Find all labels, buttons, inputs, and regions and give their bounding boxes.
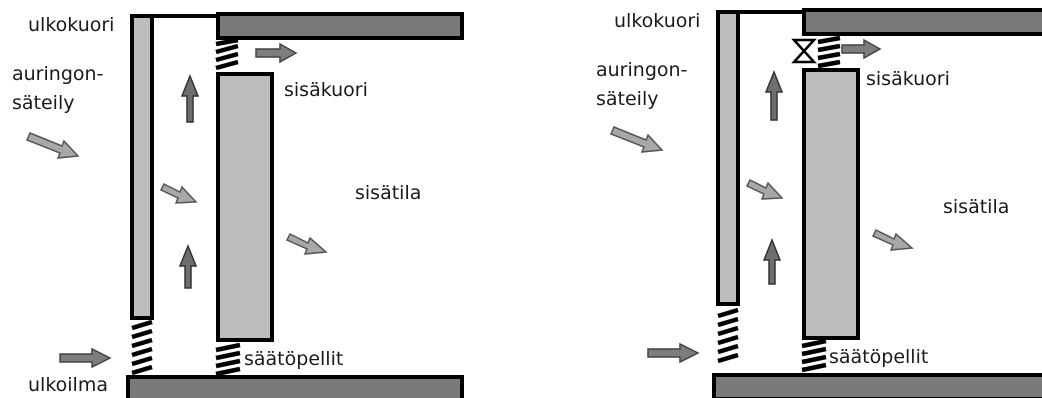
label-inner-shell: sisäkuori bbox=[866, 68, 950, 90]
label-inner-shell: sisäkuori bbox=[284, 79, 368, 101]
outer-shell-wall bbox=[716, 10, 740, 306]
label-interior: sisätila bbox=[355, 182, 421, 204]
arrow-diagonal-icon bbox=[26, 132, 80, 159]
arrow-right-icon bbox=[255, 42, 298, 64]
spring-damper-icon bbox=[717, 307, 739, 364]
inner-shell-panel bbox=[216, 72, 274, 342]
arrow-diagonal-icon bbox=[871, 228, 914, 251]
roof-slab bbox=[216, 12, 464, 40]
floor-slab bbox=[126, 375, 464, 398]
spring-damper-icon bbox=[817, 35, 841, 69]
arrow-right-icon bbox=[59, 347, 112, 369]
spring-damper-icon bbox=[801, 338, 827, 373]
diagram-right: ulkokuori auringon- säteily sisäkuori si… bbox=[596, 8, 1042, 398]
arrow-right-icon bbox=[647, 342, 700, 364]
label-solar-radiation-line1: auringon- bbox=[12, 63, 103, 85]
arrow-diagonal-icon bbox=[285, 232, 328, 255]
spring-damper-icon bbox=[131, 319, 153, 376]
label-solar-radiation-line2: säteily bbox=[596, 88, 658, 110]
arrow-diagonal-icon bbox=[610, 126, 664, 153]
hourglass-valve-icon bbox=[791, 38, 817, 64]
floor-slab bbox=[712, 373, 1042, 398]
outer-shell-wall bbox=[130, 14, 154, 320]
label-solar-radiation-line2: säteily bbox=[12, 92, 74, 114]
arrow-up-icon bbox=[762, 237, 782, 285]
label-solar-radiation: auringon- säteily bbox=[596, 59, 693, 110]
label-outdoor-air: ulkoilma bbox=[28, 374, 108, 396]
label-solar-radiation: auringon- säteily bbox=[12, 63, 109, 114]
arrow-up-icon bbox=[180, 73, 200, 123]
arrow-up-icon bbox=[178, 243, 198, 289]
inner-shell-panel bbox=[802, 68, 860, 340]
label-dampers: säätöpellit bbox=[244, 348, 343, 370]
arrow-right-icon bbox=[841, 38, 882, 60]
arrow-up-icon bbox=[764, 69, 784, 121]
label-solar-radiation-line1: auringon- bbox=[596, 59, 687, 81]
spring-damper-icon bbox=[215, 37, 239, 71]
diagram-left: ulkokuori auringon- säteily sisäkuori si… bbox=[12, 12, 464, 398]
spring-damper-icon bbox=[215, 342, 241, 377]
label-dampers: säätöpellit bbox=[829, 346, 928, 368]
label-interior: sisätila bbox=[943, 196, 1009, 218]
roof-slab bbox=[802, 8, 1042, 36]
label-outer-shell: ulkokuori bbox=[28, 14, 114, 36]
arrow-diagonal-icon bbox=[745, 178, 784, 200]
arrow-diagonal-icon bbox=[159, 182, 198, 204]
label-outer-shell: ulkokuori bbox=[614, 10, 700, 32]
